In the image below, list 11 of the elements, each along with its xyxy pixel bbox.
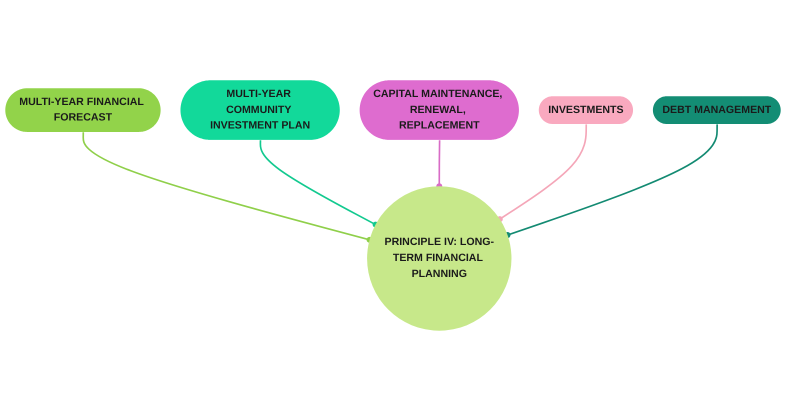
node-box: MULTI-YEAR COMMUNITY INVESTMENT PLAN bbox=[180, 80, 340, 140]
connector bbox=[504, 124, 718, 238]
connector bbox=[82, 132, 372, 243]
connector bbox=[260, 140, 379, 228]
node-box: MULTI-YEAR FINANCIAL FORECAST bbox=[5, 88, 161, 132]
node-box: CAPITAL MAINTENANCE, RENEWAL, REPLACEMENT bbox=[360, 80, 519, 140]
connector bbox=[496, 124, 588, 222]
node-circle: PRINCIPLE IV: LONG-TERM FINANCIAL PLANNING bbox=[367, 186, 512, 331]
node-box: INVESTMENTS bbox=[538, 96, 634, 124]
node-box: DEBT MANAGEMENT bbox=[652, 96, 781, 124]
connector bbox=[436, 140, 442, 190]
